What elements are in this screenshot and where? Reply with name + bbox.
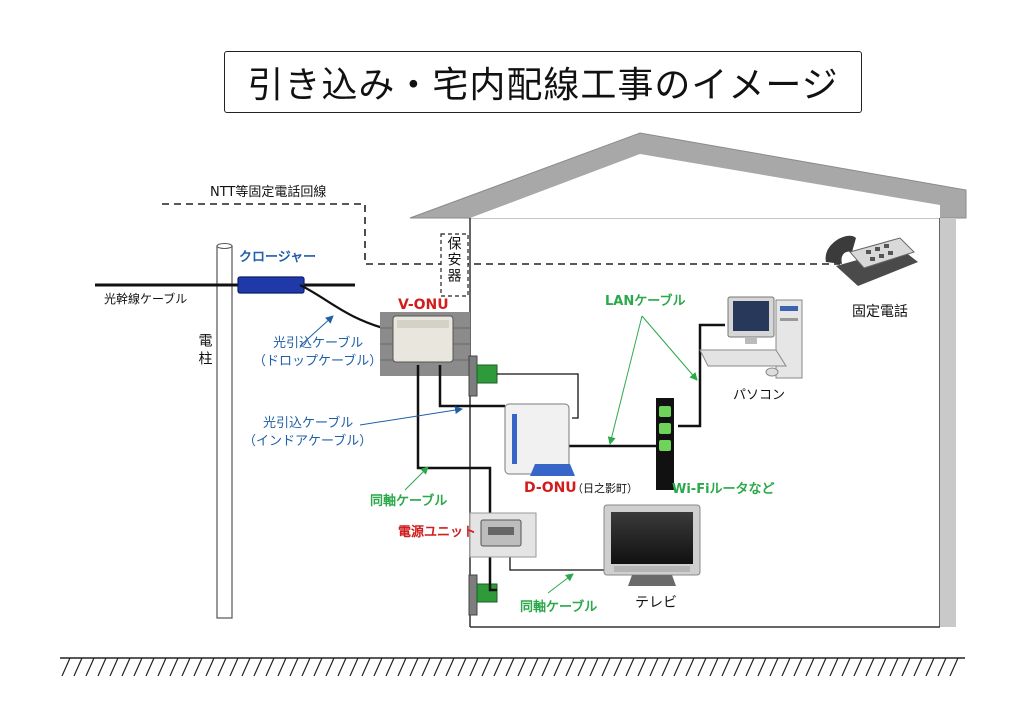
d-onu-label: D-ONU	[524, 480, 577, 496]
title-text: 引き込み・宅内配線工事のイメージ	[247, 65, 839, 106]
wall-connector-lower	[468, 574, 478, 616]
arrow-lan-2	[641, 315, 698, 381]
house-right-shade	[940, 218, 956, 627]
d-onu-note: （日之影町）	[572, 482, 638, 495]
ground-hatch	[61, 657, 959, 677]
tv-label: テレビ	[635, 595, 677, 611]
coax-cable-tv	[509, 556, 610, 571]
power-unit-label: 電源ユニット	[398, 525, 477, 540]
indoor-cable-label-sub: （インドアケーブル）	[243, 434, 373, 449]
arrow-coax-2	[547, 573, 574, 594]
landline-phone-label: 固定電話	[852, 304, 908, 320]
ntt-line-label: NTT等固定電話回線	[210, 185, 327, 200]
utility-pole	[216, 245, 233, 619]
lan-cable-router-pc	[678, 323, 725, 428]
phone-device	[825, 235, 918, 286]
drop-cable	[299, 284, 391, 332]
house-roof-inner	[470, 154, 940, 218]
lan-cable-label: LANケーブル	[605, 294, 686, 309]
power-unit-device	[469, 512, 537, 558]
green-plug-lower	[476, 583, 498, 603]
coax-cable-v-onu	[416, 365, 492, 514]
pole-label: 電柱	[196, 333, 213, 369]
coax-cable-label-1: 同軸ケーブル	[370, 494, 448, 509]
green-plug-upper	[476, 364, 498, 384]
v-onu-label: V-ONU	[398, 297, 449, 313]
wall-connector-upper	[468, 355, 478, 397]
arrow-indoor-cable	[359, 406, 463, 426]
coax-cable-label-2: 同軸ケーブル	[520, 600, 598, 615]
wifi-router-device	[656, 398, 674, 490]
coax-cable-power-wall	[488, 556, 497, 592]
tv-device	[603, 504, 701, 586]
closure-box	[237, 276, 305, 294]
indoor-cable-label: 光引込ケーブル	[263, 416, 354, 431]
trunk-cable-label: 光幹線ケーブル	[104, 292, 188, 306]
drop-cable-label: 光引込ケーブル	[273, 336, 364, 351]
pc-label: パソコン	[733, 388, 786, 403]
arrow-lan-1	[607, 315, 643, 445]
pc-device	[699, 296, 803, 379]
ntt-phone-line	[162, 203, 840, 265]
page-title: 引き込み・宅内配線工事のイメージ	[224, 51, 862, 113]
wifi-router-label: Wi-Fiルータなど	[672, 482, 775, 497]
protector-label: 保安器	[445, 236, 462, 284]
arrow-drop-cable	[299, 315, 334, 347]
protector-box	[440, 233, 469, 297]
d-onu-device	[504, 403, 575, 476]
coax-cable-to-wall	[497, 373, 579, 419]
arrow-coax-1	[404, 466, 429, 491]
indoor-cable	[438, 365, 505, 408]
closure-label: クロージャー	[239, 250, 317, 265]
drop-cable-label-sub: （ドロップケーブル）	[253, 354, 383, 369]
